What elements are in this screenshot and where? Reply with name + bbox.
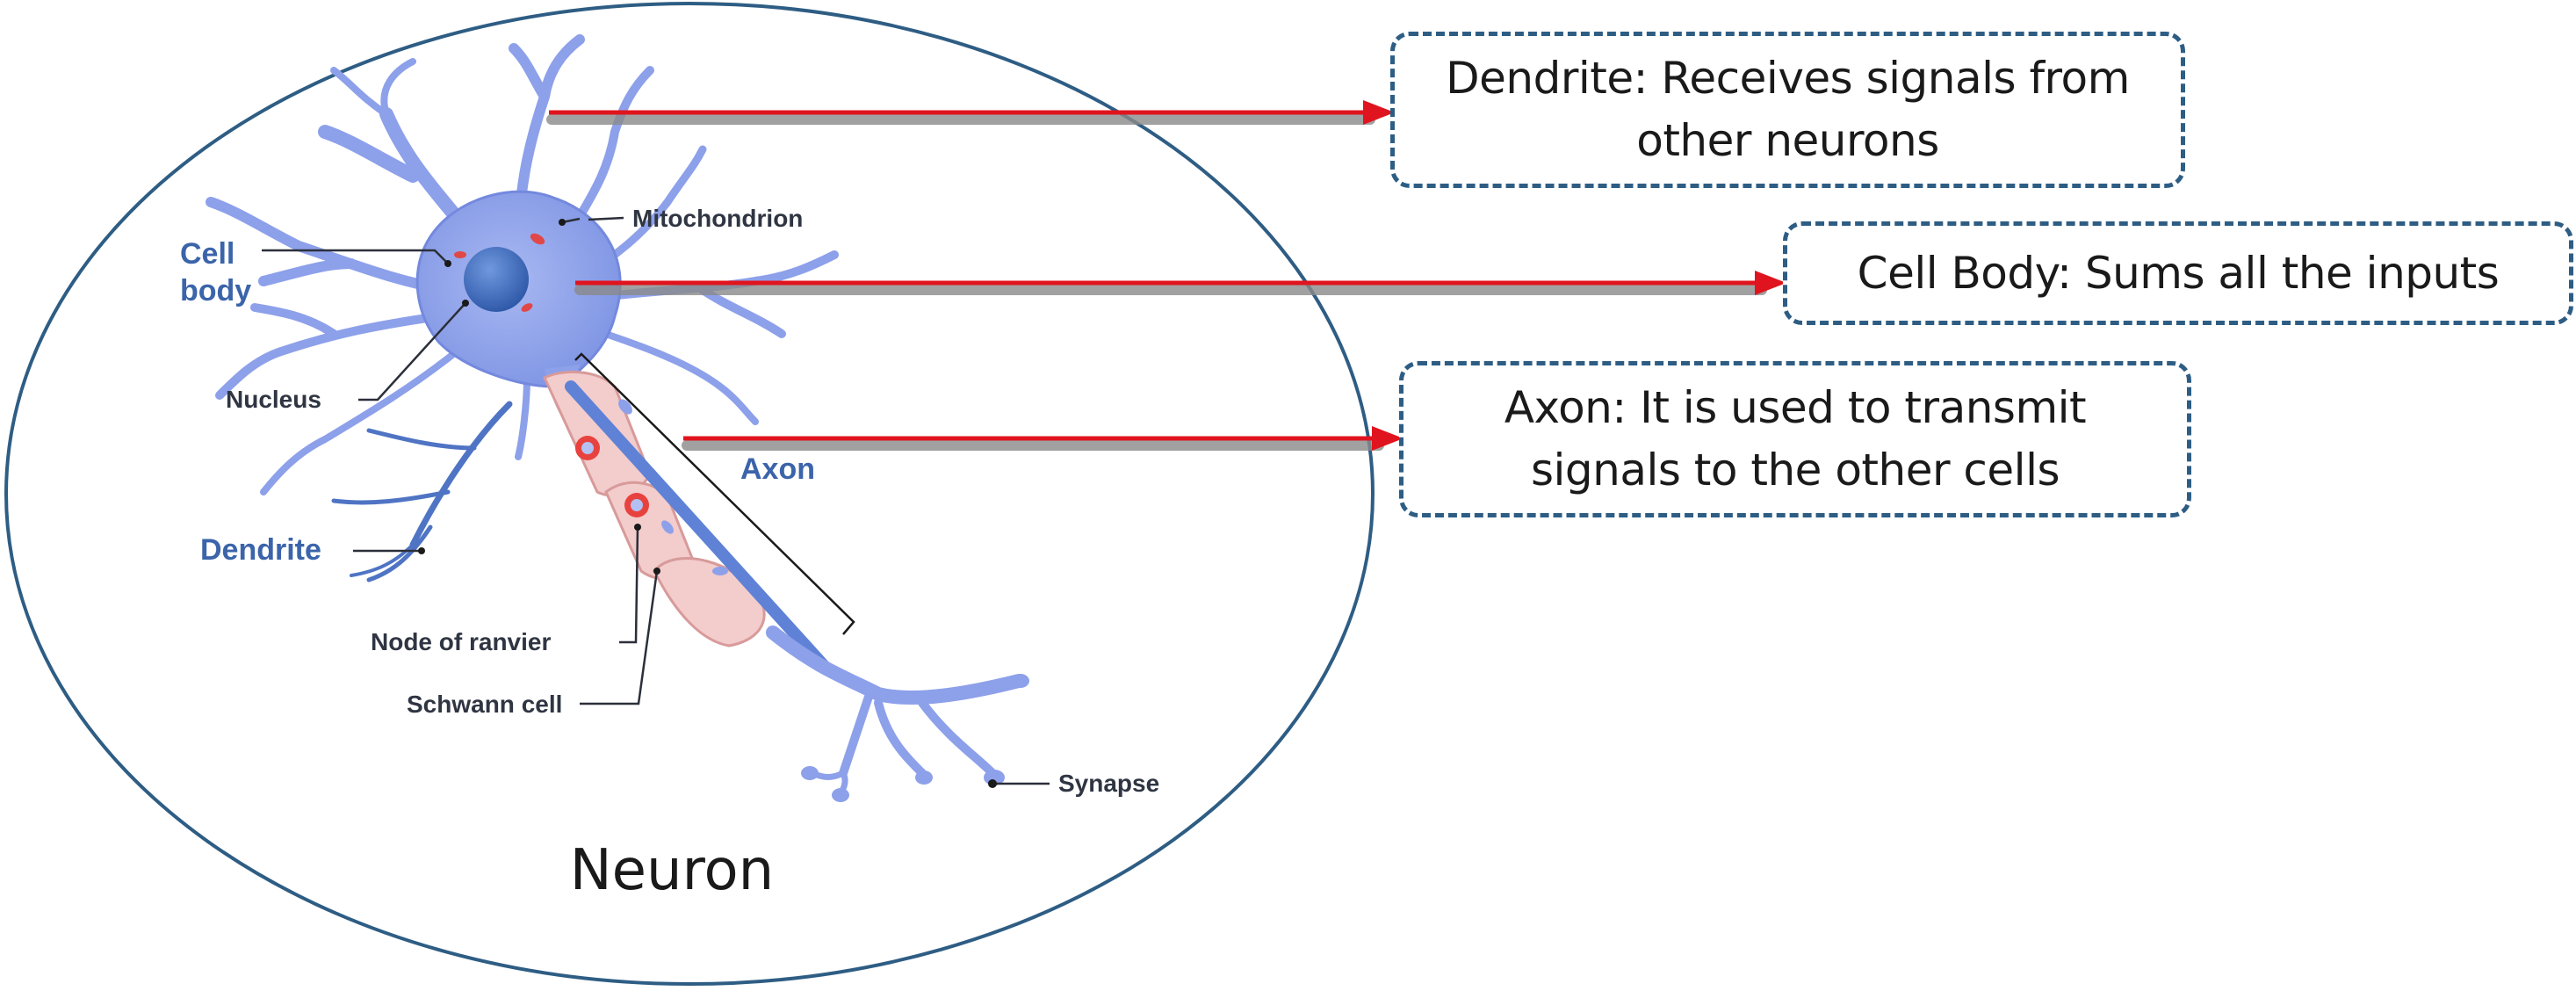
callout-cell-body: Cell Body: Sums all the inputs <box>1783 221 2573 325</box>
arrow-dendrite <box>546 100 1395 125</box>
callout-axon-text: Axon: It is used to transmit signals to … <box>1504 382 2087 496</box>
mitochondrion-shape <box>530 233 545 245</box>
callout-dendrite-text: Dendrite: Receives signals from other ne… <box>1446 53 2130 166</box>
label-node-of-ranvier: Node of ranvier <box>371 628 551 655</box>
mitochondrion-shape-2 <box>454 251 466 258</box>
label-mitochondrion: Mitochondrion <box>632 205 803 232</box>
nucleus-shape <box>464 247 529 312</box>
arrow-axon <box>682 426 1403 451</box>
axon-shape <box>543 370 832 674</box>
label-cell-body-line2: body <box>180 274 251 307</box>
neuron-ellipse <box>4 2 1375 986</box>
leader-lines <box>262 216 1050 785</box>
callout-arrows <box>546 100 1786 451</box>
axon-bracket <box>574 352 855 635</box>
mitochondrion-shape-3 <box>521 303 533 312</box>
synapse-bulbs <box>801 674 1029 802</box>
label-cell-body-line1: Cell <box>180 237 235 271</box>
callout-cell-body-text: Cell Body: Sums all the inputs <box>1857 247 2500 299</box>
axon-terminal <box>766 626 1026 799</box>
arrow-cell-body <box>574 271 1786 295</box>
callout-dendrite: Dendrite: Receives signals from other ne… <box>1390 32 2185 188</box>
label-synapse: Synapse <box>1058 770 1159 797</box>
label-dendrite: Dendrite <box>200 533 321 567</box>
neuron-illustration <box>206 34 1029 802</box>
leader-dots <box>418 219 997 788</box>
label-axon: Axon <box>740 452 815 486</box>
dendrite-tree <box>331 401 513 582</box>
label-schwann-cell: Schwann cell <box>407 691 562 718</box>
diagram-title: Neuron <box>570 838 774 903</box>
callout-axon: Axon: It is used to transmit signals to … <box>1399 361 2191 517</box>
label-nucleus: Nucleus <box>226 386 321 413</box>
